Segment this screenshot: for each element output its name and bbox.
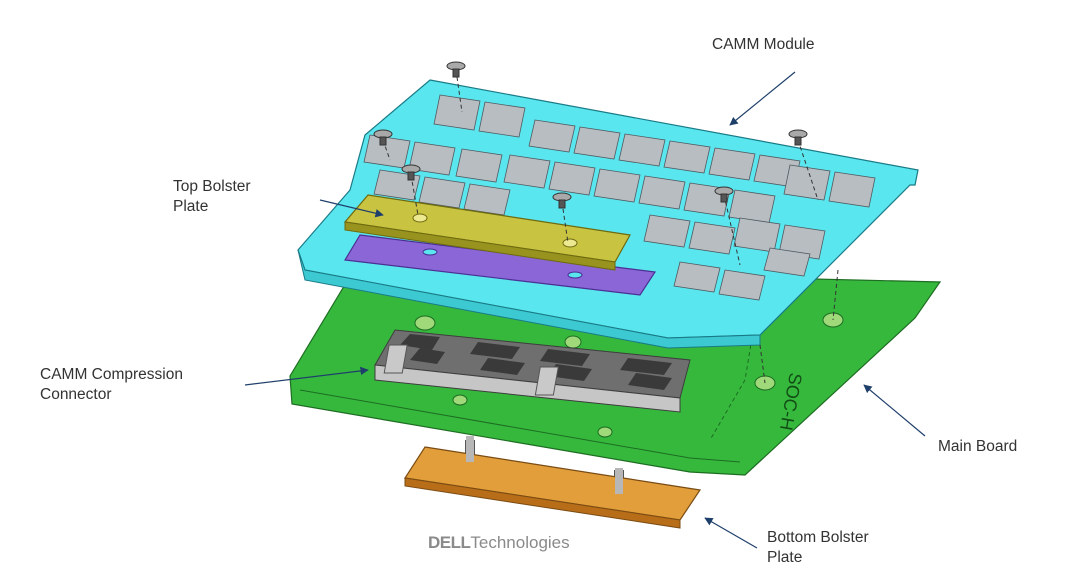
screws (373, 61, 839, 384)
main-board-arrow (863, 384, 926, 437)
label-bottom-bolster-line1: Bottom Bolster (767, 529, 869, 546)
compression-connector (374, 329, 691, 413)
bottom-bolster-arrow (704, 517, 758, 549)
camm-memory-pads (363, 94, 876, 301)
label-connector-line1: CAMM Compression (40, 366, 183, 383)
label-bottom-bolster-line2: Plate (767, 549, 803, 566)
camm-module (297, 79, 919, 349)
label-top-bolster-line2: Plate (173, 198, 209, 215)
connector-arrow (244, 366, 369, 386)
label-bottom-bolster-plate: Bottom Bolster Plate (767, 528, 869, 568)
logo-suffix: Technologies (470, 533, 570, 552)
label-camm-module-text: CAMM Module (712, 36, 815, 53)
top-bolster-arrow (319, 199, 384, 218)
connector-contacts (400, 334, 672, 390)
label-main-board-text: Main Board (938, 438, 1018, 455)
dell-technologies-logo: DELLTechnologies (428, 531, 570, 555)
bottom-bolster-plate (403, 436, 702, 529)
logo-brand: DELL (428, 533, 471, 552)
callout-arrows (244, 71, 926, 549)
camm-module-arrow (729, 71, 796, 126)
top-bolster-plate (343, 194, 631, 271)
label-main-board: Main Board (938, 437, 1017, 457)
label-top-bolster-line1: Top Bolster (173, 178, 251, 195)
label-top-bolster-plate: Top Bolster Plate (173, 177, 251, 217)
label-connector-line2: Connector (40, 386, 112, 403)
label-compression-connector: CAMM Compression Connector (40, 365, 183, 405)
label-camm-module: CAMM Module (712, 35, 815, 55)
